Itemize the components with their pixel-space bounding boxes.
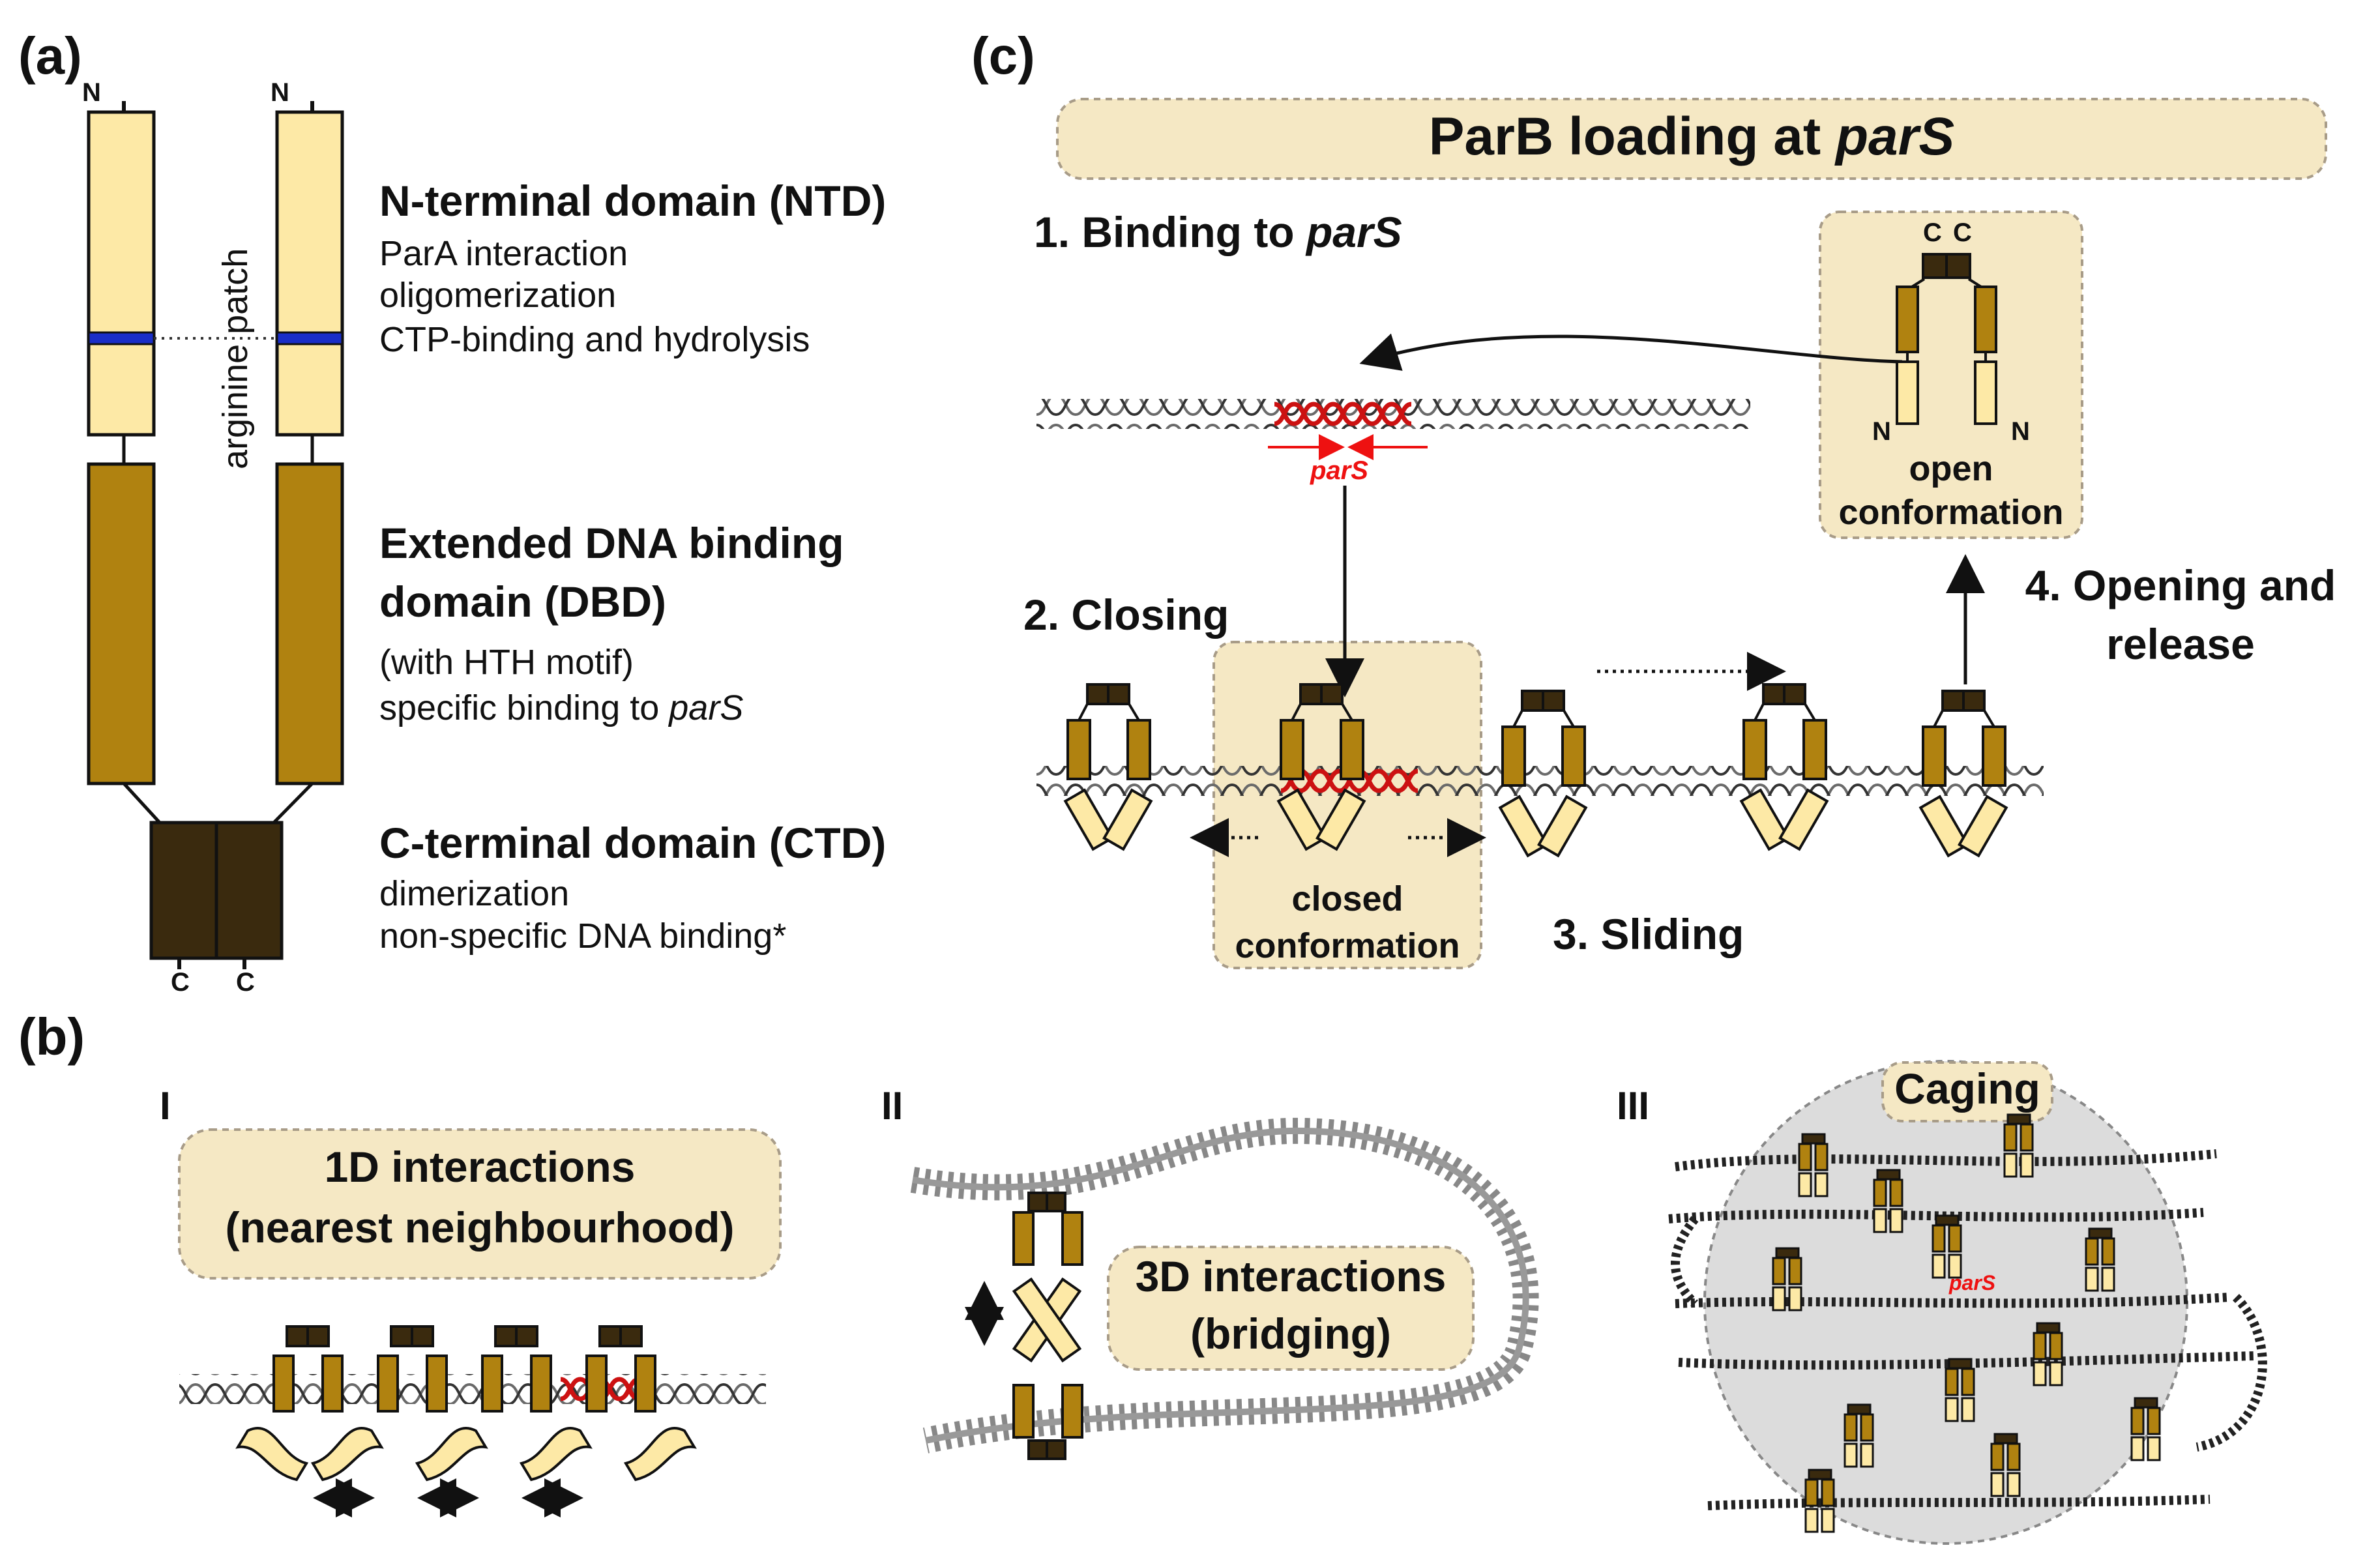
open-label-1: open — [1909, 449, 1993, 488]
subpanel-II-label: II — [881, 1084, 904, 1128]
dna-panel-b-i — [179, 1374, 766, 1404]
closed-parb-dimers — [1063, 683, 2008, 858]
open-n-label-left: N — [1872, 417, 1891, 446]
panel-label-a: (a) — [18, 27, 82, 85]
banner-title: ParB loading at parS — [1428, 107, 1955, 166]
open-c-label-right: C — [1953, 218, 1972, 247]
ntd-line-1: ParA interaction — [379, 234, 628, 273]
ctd-block-left — [149, 821, 218, 960]
panel-c-loading-cycle — [1036, 98, 2327, 969]
box-3d-interactions — [1107, 1246, 1475, 1371]
ntd-line-3: CTP-binding and hydrolysis — [379, 320, 810, 359]
arginine-patch-label: arginine patch — [216, 248, 255, 469]
open-label-2: conformation — [1838, 493, 2064, 532]
subpanel-III-label: III — [1617, 1084, 1650, 1128]
c-terminus-label-left: C — [171, 968, 190, 997]
box-1d-line-1: 1D interactions — [324, 1143, 636, 1191]
open-conformation-box — [1819, 211, 2083, 539]
dbd-line-2: specific binding to parS — [379, 688, 744, 727]
box-caging — [1881, 1061, 2053, 1122]
caging-pars-label: parS — [1949, 1271, 1996, 1295]
banner-box — [1056, 98, 2327, 180]
panel-label-c: (c) — [971, 27, 1035, 85]
pars-label: parS — [1310, 456, 1368, 485]
parb-bridge — [965, 1192, 1083, 1460]
n-terminus-label-left: N — [82, 78, 101, 107]
ctd-line-2: non-specific DNA binding* — [379, 916, 787, 956]
step-4-label-2: release — [2106, 620, 2255, 668]
box-3d-line-2: (bridging) — [1190, 1310, 1391, 1358]
ctd-line-1: dimerization — [379, 874, 570, 913]
box-caging-label: Caging — [1894, 1064, 2040, 1113]
dbd-title-2: domain (DBD) — [379, 578, 666, 626]
ctd-title: C-terminal domain (CTD) — [379, 819, 887, 867]
subpanel-I-label: I — [160, 1084, 171, 1128]
dbd-bar-right — [275, 462, 344, 785]
caging-dna-strands — [1668, 1149, 2267, 1510]
c-terminus-label-right: C — [236, 968, 255, 997]
ntd-line-2: oligomerization — [379, 276, 617, 315]
open-c-label-left: C — [1923, 218, 1942, 247]
step-1-label: 1. Binding to parS — [1034, 208, 1402, 256]
box-3d-line-1: 3D interactions — [1135, 1252, 1447, 1300]
parb-1d-array — [235, 1325, 697, 1482]
closed-label-2: conformation — [1235, 926, 1460, 965]
dna-middle — [1036, 766, 2044, 796]
step-2-label: 2. Closing — [1023, 591, 1229, 639]
step-4-label-1: 4. Opening and — [2025, 561, 2336, 609]
open-n-label-right: N — [2011, 417, 2030, 446]
ctd-block-right — [214, 821, 284, 960]
ntd-bar-right — [275, 110, 344, 437]
dbd-title-1: Extended DNA binding — [379, 519, 844, 567]
panel-a-protein-schematic — [87, 101, 344, 969]
arrow-binding — [1359, 333, 1903, 371]
box-1d-interactions — [178, 1128, 782, 1280]
ntd-title: N-terminal domain (NTD) — [379, 177, 887, 225]
step-3-label: 3. Sliding — [1553, 910, 1744, 958]
panel-b-interactions — [178, 1060, 2267, 1545]
arginine-patch-right — [276, 331, 344, 345]
dbd-bar-left — [87, 462, 156, 785]
box-1d-line-2: (nearest neighbourhood) — [225, 1203, 735, 1252]
ntd-bar-left — [87, 110, 156, 437]
caging-parb-dimers — [1772, 1113, 2161, 1533]
arginine-patch-left — [87, 331, 155, 345]
panel-label-b: (b) — [18, 1008, 85, 1066]
pars-site-top — [1274, 402, 1412, 426]
dbd-line-1: (with HTH motif) — [379, 643, 634, 682]
open-conformation-protein — [1896, 253, 1997, 425]
closed-label-1: closed — [1291, 879, 1403, 918]
n-terminus-label-right: N — [271, 78, 289, 107]
